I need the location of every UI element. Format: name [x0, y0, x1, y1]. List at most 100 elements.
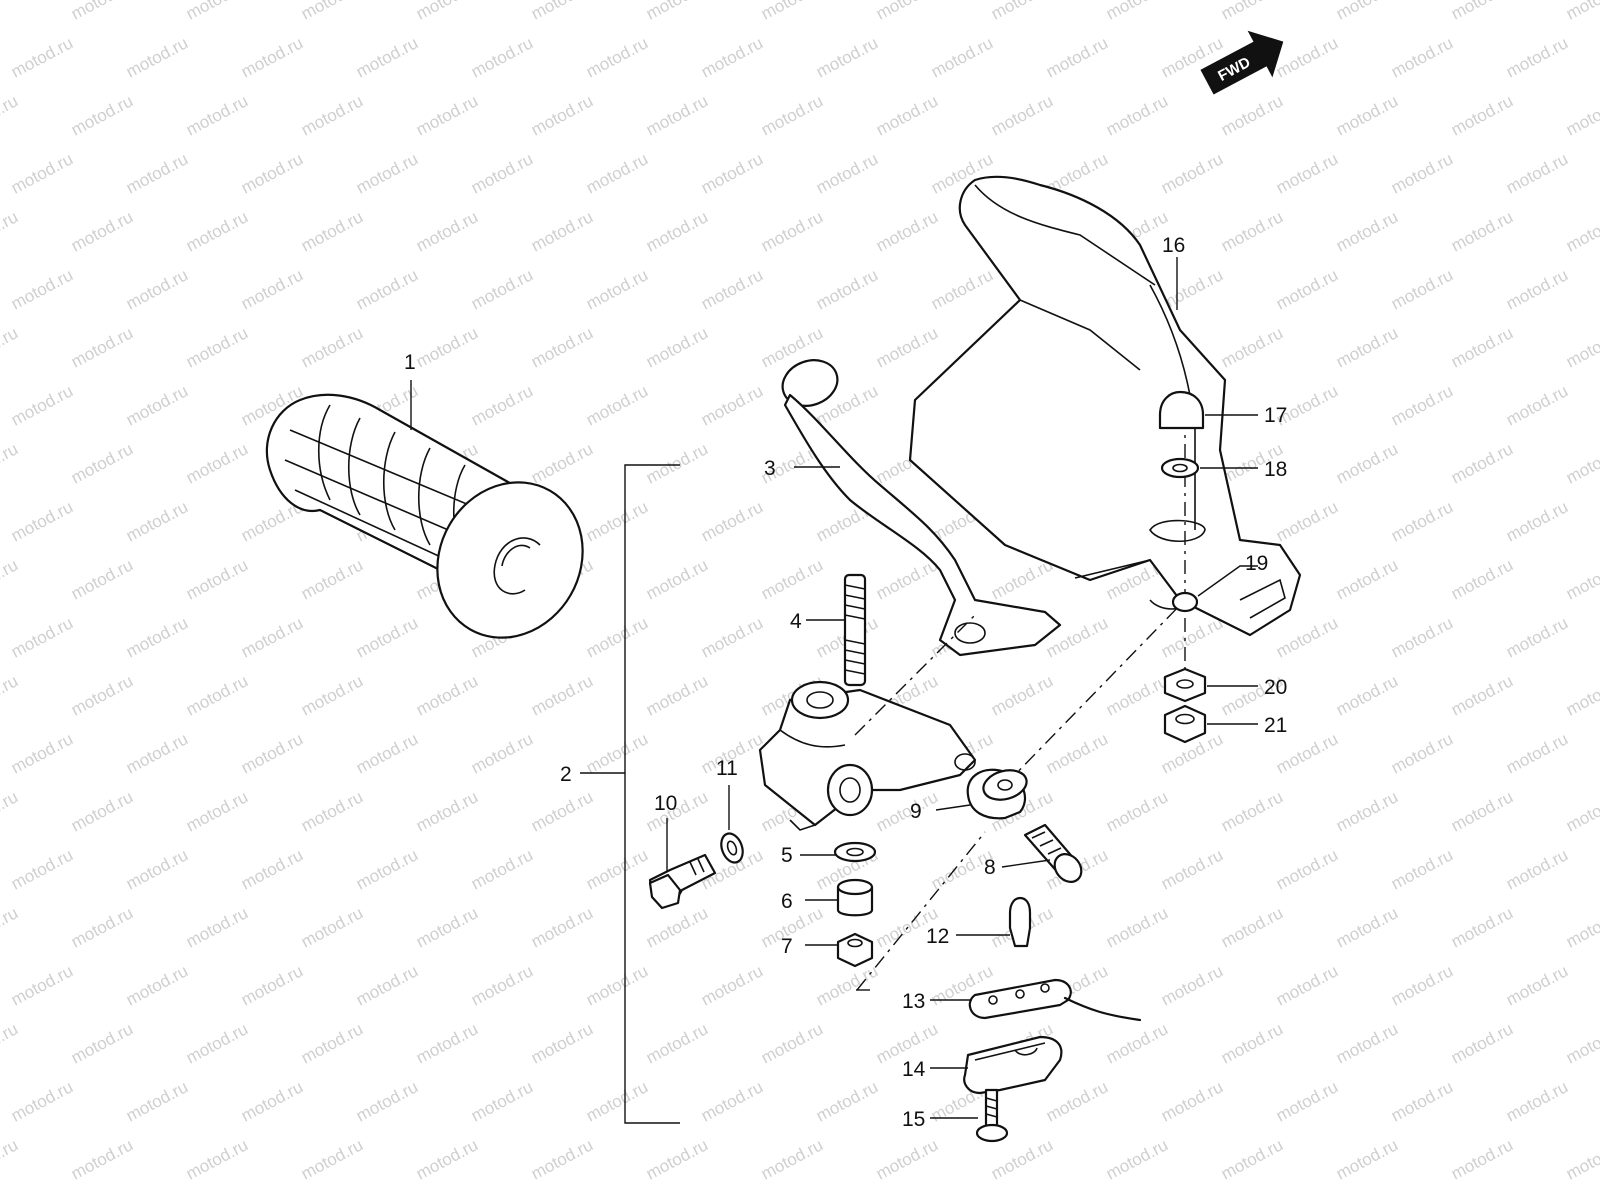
watermark-text: motod.ru: [468, 845, 536, 893]
watermark-text: motod.ru: [0, 903, 21, 951]
callout-20: 20: [1264, 676, 1287, 699]
watermark-text: motod.ru: [873, 91, 941, 139]
watermark-text: motod.ru: [298, 207, 366, 255]
watermark-text: motod.ru: [1563, 323, 1600, 371]
callout-8: 8: [984, 856, 996, 879]
watermark-text: motod.ru: [1158, 149, 1226, 197]
watermark-text: motod.ru: [1503, 33, 1571, 81]
watermark-text: motod.ru: [583, 33, 651, 81]
watermark-text: motod.ru: [183, 555, 251, 603]
screw-part-15: [975, 1088, 1009, 1143]
watermark-text: motod.ru: [68, 0, 136, 24]
watermark-text: motod.ru: [1503, 497, 1571, 545]
watermark-text: motod.ru: [1218, 903, 1286, 951]
watermark-text: motod.ru: [873, 1135, 941, 1183]
watermark-text: motod.ru: [643, 207, 711, 255]
watermark-text: motod.ru: [1563, 439, 1600, 487]
watermark-text: motod.ru: [468, 265, 536, 313]
watermark-text: motod.ru: [123, 1077, 191, 1125]
watermark-text: motod.ru: [1158, 845, 1226, 893]
watermark-text: motod.ru: [1388, 497, 1456, 545]
watermark-text: motod.ru: [238, 149, 306, 197]
callout-10: 10: [654, 792, 677, 815]
watermark-text: motod.ru: [583, 1077, 651, 1125]
watermark-text: motod.ru: [528, 91, 596, 139]
watermark-text: motod.ru: [698, 265, 766, 313]
watermark-text: motod.ru: [698, 961, 766, 1009]
watermark-text: motod.ru: [1448, 439, 1516, 487]
callout-14: 14: [902, 1058, 926, 1081]
watermark-text: motod.ru: [583, 729, 651, 777]
watermark-text: motod.ru: [1563, 91, 1600, 139]
watermark-text: motod.ru: [758, 0, 826, 24]
stud-part-4: [843, 573, 867, 687]
callout-9: 9: [910, 800, 922, 823]
watermark-text: motod.ru: [643, 903, 711, 951]
watermark-text: motod.ru: [1563, 671, 1600, 719]
watermark-text: motod.ru: [298, 0, 366, 24]
watermark-text: motod.ru: [1103, 787, 1171, 835]
watermark-text: motod.ru: [1448, 323, 1516, 371]
watermark-text: motod.ru: [583, 961, 651, 1009]
watermark-text: motod.ru: [183, 1135, 251, 1183]
watermark-text: motod.ru: [1503, 845, 1571, 893]
watermark-text: motod.ru: [583, 613, 651, 661]
watermark-text: motod.ru: [1273, 149, 1341, 197]
watermark-text: motod.ru: [758, 1135, 826, 1183]
watermark-text: motod.ru: [1448, 555, 1516, 603]
watermark-text: motod.ru: [123, 497, 191, 545]
assembly-bracket-2: [580, 464, 680, 1124]
watermark-text: motod.ru: [873, 323, 941, 371]
washer-part-18: [1160, 457, 1200, 479]
watermark-text: motod.ru: [0, 0, 21, 24]
watermark-text: motod.ru: [528, 787, 596, 835]
watermark-text: motod.ru: [813, 961, 881, 1009]
watermark-text: motod.ru: [298, 323, 366, 371]
watermark-text: motod.ru: [928, 33, 996, 81]
watermark-text: motod.ru: [1043, 1077, 1111, 1125]
watermark-text: motod.ru: [988, 1135, 1056, 1183]
watermark-text: motod.ru: [758, 91, 826, 139]
watermark-text: motod.ru: [643, 439, 711, 487]
watermark-text: motod.ru: [183, 671, 251, 719]
watermark-text: motod.ru: [68, 207, 136, 255]
watermark-text: motod.ru: [1333, 1019, 1401, 1067]
watermark-text: motod.ru: [468, 729, 536, 777]
collar-part-6: [836, 878, 874, 917]
watermark-text: motod.ru: [68, 787, 136, 835]
watermark-text: motod.ru: [1503, 613, 1571, 661]
callout-13: 13: [902, 990, 925, 1013]
watermark-text: motod.ru: [0, 671, 21, 719]
watermark-text: motod.ru: [123, 265, 191, 313]
callout-1: 1: [404, 351, 416, 374]
watermark-text: motod.ru: [1388, 149, 1456, 197]
nut-part-7: [836, 932, 874, 968]
watermark-text: motod.ru: [298, 671, 366, 719]
watermark-text: motod.ru: [1503, 1077, 1571, 1125]
watermark-text: motod.ru: [68, 1135, 136, 1183]
watermark-text: motod.ru: [1388, 961, 1456, 1009]
watermark-text: motod.ru: [413, 207, 481, 255]
watermark-text: motod.ru: [528, 323, 596, 371]
watermark-text: motod.ru: [298, 787, 366, 835]
watermark-text: motod.ru: [583, 149, 651, 197]
watermark-text: motod.ru: [298, 1019, 366, 1067]
watermark-text: motod.ru: [468, 149, 536, 197]
watermark-text: motod.ru: [583, 845, 651, 893]
watermark-text: motod.ru: [123, 381, 191, 429]
watermark-text: motod.ru: [758, 555, 826, 603]
watermark-text: motod.ru: [583, 381, 651, 429]
screw-part-8: [1023, 823, 1083, 883]
pin-part-12: [1008, 896, 1032, 948]
watermark-text: motod.ru: [813, 265, 881, 313]
watermark-text: motod.ru: [123, 845, 191, 893]
watermark-text: motod.ru: [1333, 91, 1401, 139]
watermark-text: motod.ru: [238, 33, 306, 81]
watermark-text: motod.ru: [8, 961, 76, 1009]
watermark-text: motod.ru: [1273, 1077, 1341, 1125]
watermark-text: motod.ru: [698, 1077, 766, 1125]
watermark-text: motod.ru: [1103, 1019, 1171, 1067]
watermark-text: motod.ru: [8, 265, 76, 313]
watermark-text: motod.ru: [238, 845, 306, 893]
